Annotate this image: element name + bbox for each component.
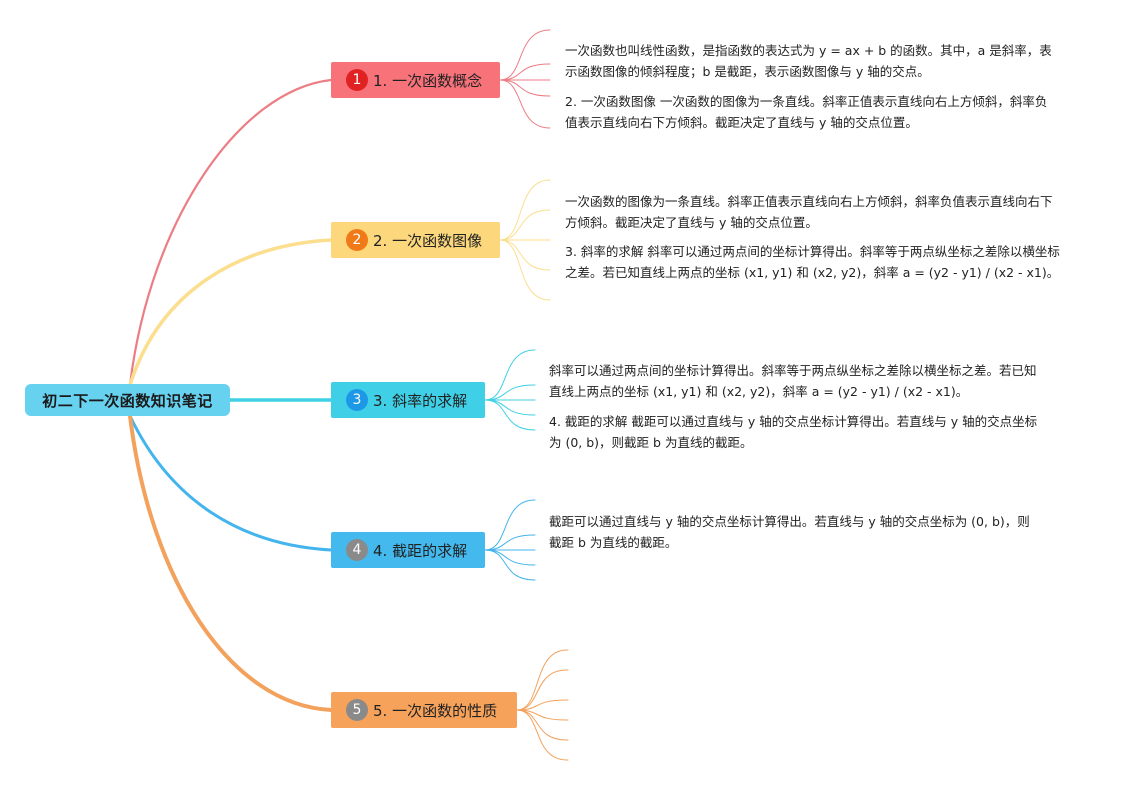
root-topic[interactable]: 初二下一次函数知识笔记: [25, 384, 230, 416]
sub-branch-4-1: [484, 499, 536, 551]
sub-branch-5-2: [516, 669, 568, 711]
number-badge-2-icon: 2: [346, 229, 368, 251]
note-1-1: 一次函数也叫线性函数，是指函数的表达式为 y = ax + b 的函数。其中，a…: [565, 43, 1052, 79]
sub-branch-1-1: [499, 29, 551, 81]
branch-2: [128, 238, 333, 387]
topic-node-3[interactable]: 3 3. 斜率的求解: [331, 382, 485, 418]
topic-label: 1. 一次函数概念: [373, 71, 483, 90]
topic-node-2[interactable]: 2 2. 一次函数图像: [331, 222, 500, 258]
sub-branch-4-5: [484, 549, 536, 581]
note-3-2: 4. 截距的求解 截距可以通过直线与 y 轴的交点坐标计算得出。若直线与 y 轴…: [549, 414, 1038, 450]
number-badge-5-icon: 5: [346, 699, 368, 721]
sub-branch-5-1: [516, 649, 568, 711]
sub-branch-3-5: [484, 399, 536, 431]
topic-node-4[interactable]: 4 4. 截距的求解: [331, 532, 485, 568]
topic-node-1[interactable]: 1 1. 一次函数概念: [331, 62, 500, 98]
sub-branch-2-4: [499, 239, 551, 271]
badge-number: 1: [352, 72, 362, 88]
number-badge-4-icon: 4: [346, 539, 368, 561]
sub-branch-2-1: [499, 179, 551, 241]
sub-branch-3-1: [484, 349, 536, 401]
sub-branch-5-5: [516, 709, 568, 741]
topic-label: 5. 一次函数的性质: [373, 701, 498, 720]
number-badge-1-icon: 1: [346, 69, 368, 91]
topic-label: 4. 截距的求解: [373, 541, 468, 560]
note-4-1: 截距可以通过直线与 y 轴的交点坐标计算得出。若直线与 y 轴的交点坐标为 (0…: [549, 514, 1030, 550]
note-1-2: 2. 一次函数图像 一次函数的图像为一条直线。斜率正值表示直线向右上方倾斜，斜率…: [565, 94, 1048, 130]
root-title: 初二下一次函数知识笔记: [42, 391, 213, 410]
topic-node-5[interactable]: 5 5. 一次函数的性质: [331, 692, 517, 728]
number-badge-3-icon: 3: [346, 389, 368, 411]
sub-branch-2-2: [499, 209, 551, 241]
sub-branch-2-5: [499, 239, 551, 301]
badge-number: 5: [352, 702, 362, 718]
sub-branch-3-4: [484, 399, 536, 416]
sub-branch-1-4: [499, 79, 551, 97]
note-3-1: 斜率可以通过两点间的坐标计算得出。斜率等于两点纵坐标之差除以横坐标之差。若已知直…: [549, 363, 1037, 399]
badge-number: 3: [352, 392, 362, 408]
sub-branch-5-3: [516, 699, 568, 711]
sub-branch-5-6: [516, 709, 568, 761]
branch-1: [128, 78, 333, 387]
badge-number: 2: [352, 232, 362, 248]
branch-4: [128, 414, 333, 552]
note-2-2: 3. 斜率的求解 斜率可以通过两点间的坐标计算得出。斜率等于两点纵坐标之差除以横…: [565, 244, 1060, 280]
sub-branch-1-5: [499, 79, 551, 129]
topic-label: 3. 斜率的求解: [373, 391, 468, 410]
topic-label: 2. 一次函数图像: [373, 231, 483, 250]
sub-branch-4-4: [484, 549, 536, 566]
branch-5: [128, 414, 333, 712]
note-2-1: 一次函数的图像为一条直线。斜率正值表示直线向右上方倾斜，斜率负值表示直线向右下方…: [565, 194, 1053, 230]
badge-number: 4: [352, 542, 362, 558]
